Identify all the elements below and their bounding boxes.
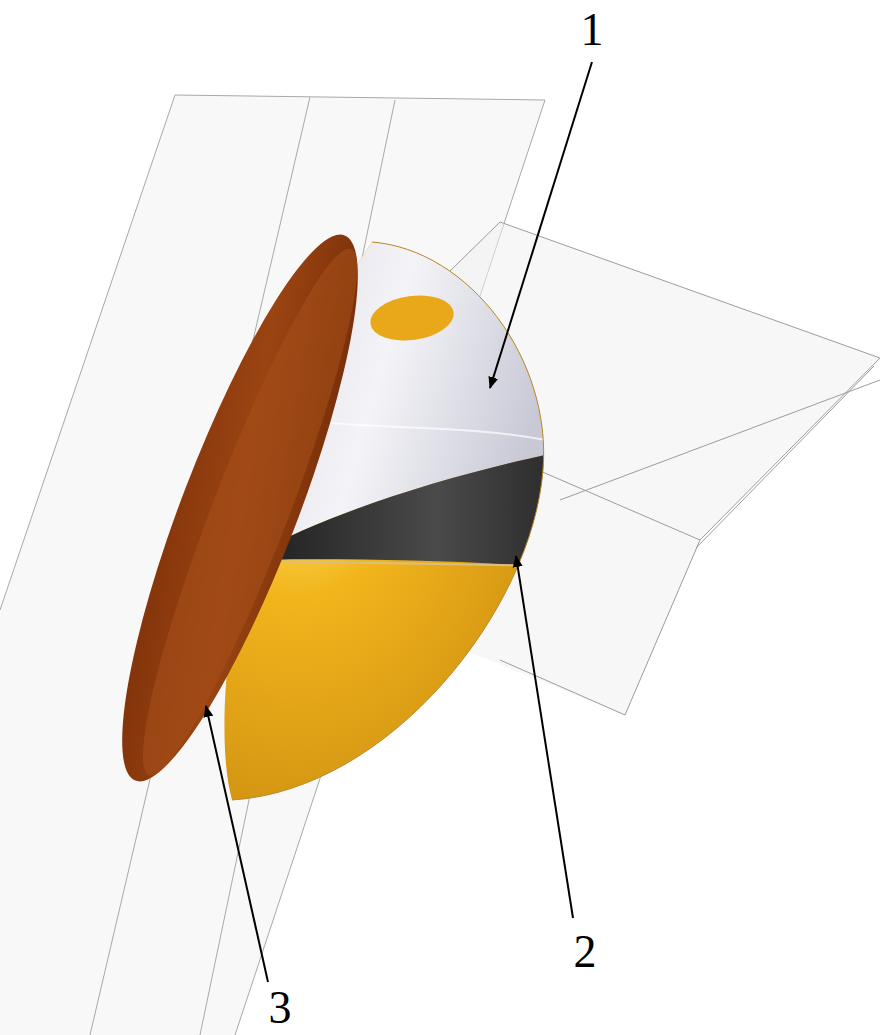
leader-line bbox=[490, 62, 592, 388]
leader-line bbox=[206, 706, 268, 982]
callout-number: 1 bbox=[579, 7, 606, 53]
leader-line bbox=[516, 556, 573, 918]
callout-number: 3 bbox=[267, 985, 294, 1031]
callout-number: 2 bbox=[572, 929, 599, 975]
hemisphere-device bbox=[81, 215, 570, 830]
leader-lines bbox=[206, 62, 592, 982]
